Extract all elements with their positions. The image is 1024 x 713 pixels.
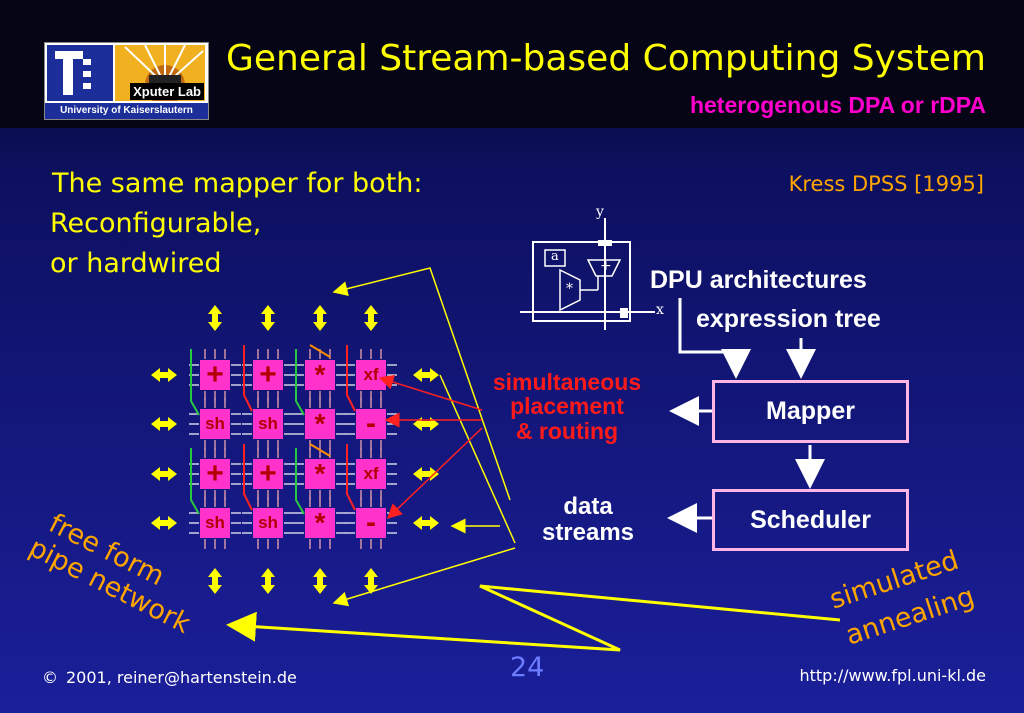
horizontal-io-arrow-icon xyxy=(413,516,439,530)
scheduler-box: Scheduler xyxy=(712,489,909,551)
dpu-cell: sh xyxy=(200,409,230,439)
dpu-cell: - xyxy=(356,409,386,439)
vertical-io-arrow-icon xyxy=(364,305,378,331)
dpu-cell: * xyxy=(305,360,335,390)
logo-university: University of Kaiserslautern xyxy=(45,103,208,119)
horizontal-io-arrow-icon xyxy=(151,417,177,431)
intro-line-1: The same mapper for both: xyxy=(52,168,423,199)
horizontal-io-arrow-icon xyxy=(413,368,439,382)
schematic-mult-label: * xyxy=(566,281,573,297)
horizontal-io-arrow-icon xyxy=(151,368,177,382)
dpu-cell: sh xyxy=(253,409,283,439)
horizontal-io-arrow-icon xyxy=(151,467,177,481)
horizontal-io-arrow-icon xyxy=(151,516,177,530)
page-number: 24 xyxy=(510,652,545,683)
dpu-cell: * xyxy=(305,459,335,489)
xputer-lab-logo: Xputer Lab University of Kaiserslautern xyxy=(44,42,209,120)
dpu-cell: + xyxy=(253,360,283,390)
dpu-cell: * xyxy=(305,409,335,439)
vertical-io-arrow-icon xyxy=(208,568,222,594)
emblem-svg xyxy=(55,51,91,95)
intro-line-3: or hardwired xyxy=(50,248,222,279)
schematic-plus-label: + xyxy=(600,258,612,274)
dpu-cell: + xyxy=(200,360,230,390)
dpu-cell: + xyxy=(200,459,230,489)
expression-tree-label: expression tree xyxy=(696,305,881,333)
dpu-cell: xf xyxy=(356,360,386,390)
data-streams-label-1: data xyxy=(563,493,613,520)
page-title: General Stream-based Computing System xyxy=(225,38,986,79)
data-streams-label-2: streams xyxy=(541,519,635,546)
footer-url: http://www.fpl.uni-kl.de xyxy=(799,666,986,685)
mapper-box: Mapper xyxy=(712,380,909,443)
vertical-io-arrow-icon xyxy=(261,568,275,594)
simultaneous-label-1: simultaneous xyxy=(492,369,642,395)
citation: Kress DPSS [1995] xyxy=(788,172,984,196)
dpu-cell: - xyxy=(356,508,386,538)
schematic-a-label: a xyxy=(551,249,559,264)
copyright-text: 2001, reiner@hartenstein.de xyxy=(66,668,297,687)
dpu-cell: xf xyxy=(356,459,386,489)
dpu-cell: sh xyxy=(200,508,230,538)
intro-line-2: Reconfigurable, xyxy=(50,208,262,239)
university-emblem-icon xyxy=(47,45,113,101)
page-subtitle: heterogenous DPA or rDPA xyxy=(689,92,986,118)
copyright-symbol: © xyxy=(42,668,58,687)
dpu-architectures-label: DPU architectures xyxy=(650,266,867,294)
dpu-cell: * xyxy=(305,508,335,538)
vertical-io-arrow-icon xyxy=(261,305,275,331)
dpu-cell: sh xyxy=(253,508,283,538)
schematic-x-label: x xyxy=(656,302,664,318)
logo-lab-name: Xputer Lab xyxy=(130,83,204,100)
vertical-io-arrow-icon xyxy=(208,305,222,331)
vertical-io-arrow-icon xyxy=(364,568,378,594)
schematic-y-label: y xyxy=(596,204,604,220)
simultaneous-label-2: placement xyxy=(510,393,624,419)
vertical-io-arrow-icon xyxy=(313,568,327,594)
horizontal-io-arrow-icon xyxy=(413,467,439,481)
simultaneous-label-3: & routing xyxy=(515,418,619,444)
vertical-io-arrow-icon xyxy=(313,305,327,331)
dpu-cell: + xyxy=(253,459,283,489)
